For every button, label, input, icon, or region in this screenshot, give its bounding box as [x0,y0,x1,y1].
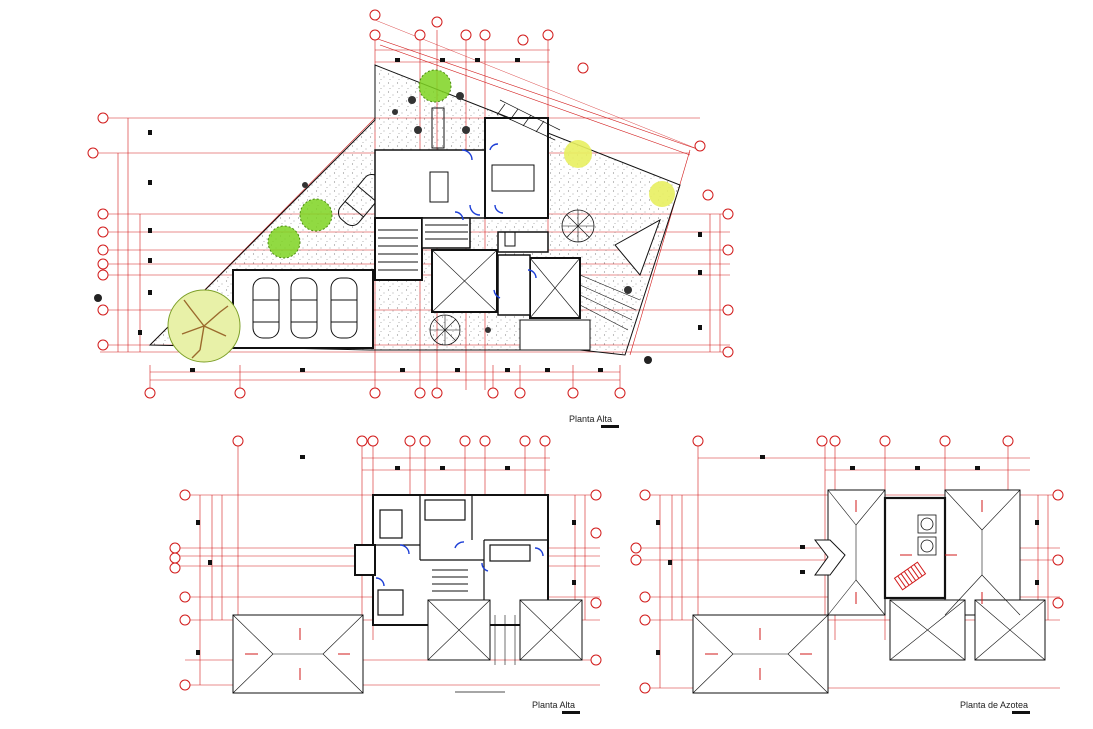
caption-upper-plan: Planta Alta [569,414,619,428]
house-upper [374,99,661,351]
floor-plan-lower-left [169,435,602,694]
roof-plan-lower-right [630,435,1064,694]
caption-roof-plan: Planta de Azotea [960,700,1030,714]
site-plan-upper [87,9,734,399]
dimension-ticks-upper [138,58,702,372]
grid-bubbles-lower-left [169,435,602,691]
door-swings [454,143,537,299]
roof-shapes [692,489,1046,694]
stair-roof [893,561,927,591]
parked-cars [252,277,358,339]
grid-bubbles-upper [87,9,734,399]
caption-lower-left-plan: Planta Alta [532,700,580,714]
landscape-trees [167,69,675,363]
grid-bubbles-lower-right [630,435,1064,694]
